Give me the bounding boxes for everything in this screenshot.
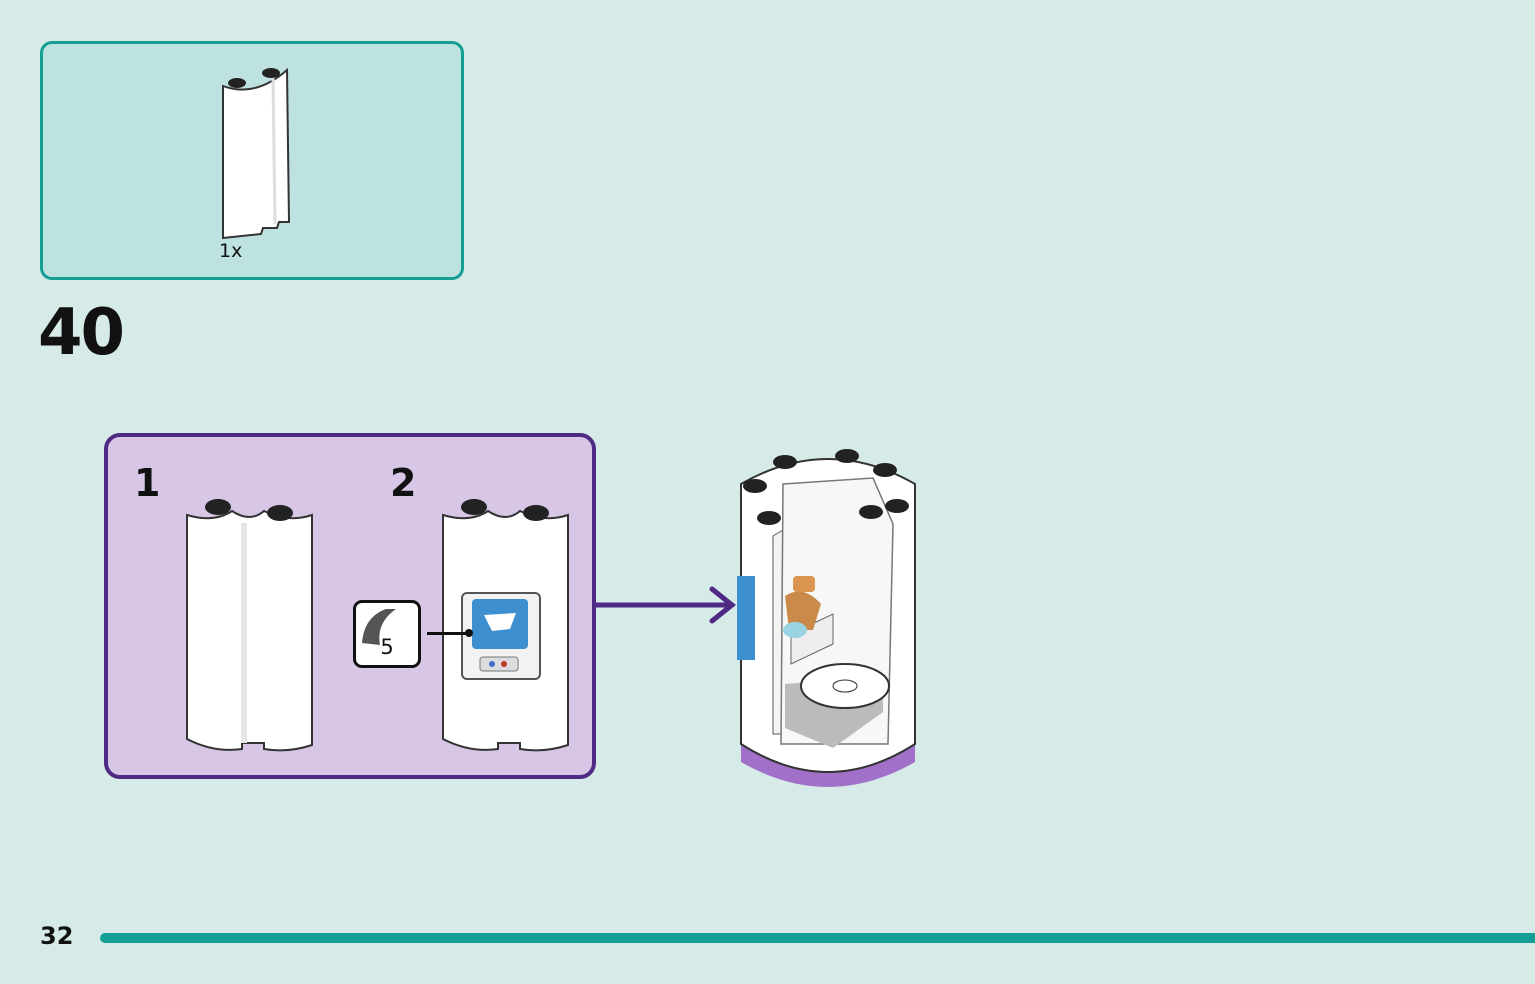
callout-dot	[465, 629, 473, 637]
sticker-peel-icon	[362, 609, 396, 645]
substep-2-label: 2	[390, 461, 417, 505]
toilet-sticker-panel-icon	[442, 499, 569, 752]
parts-list-box: 1x	[40, 41, 464, 280]
curved-wall-panel-icon	[186, 499, 313, 752]
part-quantity: 1x	[219, 240, 243, 262]
footer-divider	[100, 933, 1535, 943]
substep-box: 1 2 5	[104, 433, 596, 779]
sticker-number: 5	[380, 635, 394, 659]
callout-line	[427, 632, 469, 635]
sticker-callout: 5	[353, 600, 421, 668]
curved-wall-panel-icon	[222, 67, 291, 240]
step-number: 40	[38, 296, 125, 370]
substep-1-label: 1	[134, 461, 161, 505]
arrow-right-icon	[592, 586, 737, 624]
page-number: 32	[40, 922, 74, 950]
assembled-bathroom-model-icon	[737, 449, 916, 787]
